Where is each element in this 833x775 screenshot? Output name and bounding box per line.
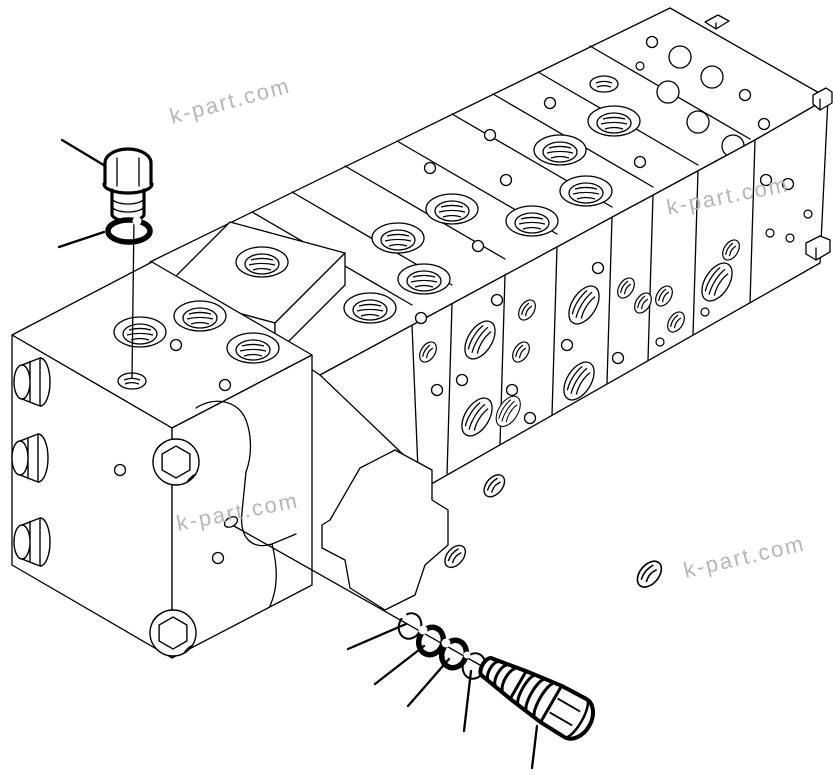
leader-line	[406, 657, 451, 708]
leader-line	[373, 644, 426, 686]
valve-block-drawing	[11, 7, 833, 659]
inlet-block-drawing	[11, 221, 667, 659]
leader-line	[530, 724, 539, 770]
plug-drawing	[102, 147, 154, 223]
leader-line	[346, 622, 408, 651]
cartridge-plug-drawing	[478, 656, 596, 741]
leader-line	[57, 230, 106, 249]
plug-and-oring-exploded	[57, 138, 154, 379]
watermark-text: k-part.com	[167, 73, 293, 129]
o-ring-drawing	[105, 216, 153, 245]
cartridge-valve-exploded	[233, 525, 596, 770]
watermark-text: k-part.com	[681, 531, 807, 583]
leader-line	[462, 669, 473, 733]
